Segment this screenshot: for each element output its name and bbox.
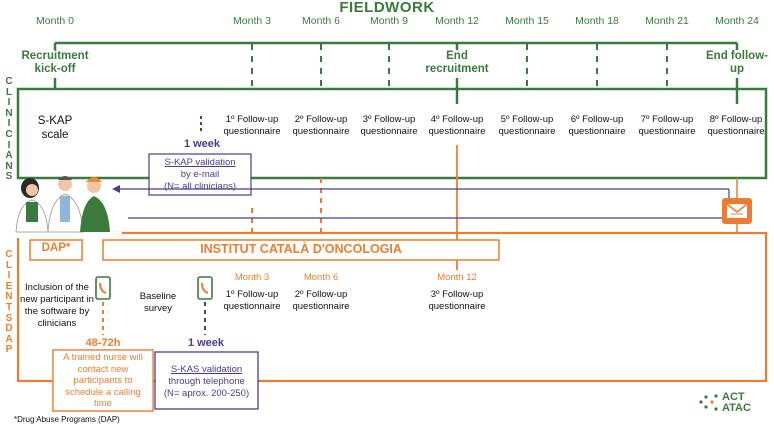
month-label: Month 15 (505, 15, 549, 27)
clinician-questionnaire: 2º Follow-up questionnaire (292, 114, 350, 137)
phone-icon-2 (197, 276, 213, 300)
skap-validation-method: by e-mail (180, 169, 220, 180)
month-label: Month 6 (302, 15, 340, 27)
month-label: Month 12 (435, 15, 479, 27)
clinician-questionnaire: 5º Follow-up questionnaire (498, 114, 556, 137)
logo-line-2: ATAC (722, 402, 751, 414)
ico-label: INSTITUT CATALÀ D'ONCOLOGIA (200, 242, 402, 256)
month-label: Month 24 (715, 15, 759, 27)
client-questionnaire: 2º Follow-up questionnaire (292, 289, 350, 312)
month-label: Month 0 (36, 15, 74, 27)
diagram-title: FIELDWORK (339, 0, 435, 16)
clinician-questionnaire: 7º Follow-up questionnaire (638, 114, 696, 137)
logo-text: ACT ATAC (722, 392, 751, 414)
clinician-questionnaire: 8º Follow-up questionnaire (707, 114, 765, 137)
month-label: Month 9 (370, 15, 408, 27)
client-questionnaire: 1º Follow-up questionnaire (223, 289, 281, 312)
footnote: *Drug Abuse Programs (DAP) (14, 415, 120, 424)
skas-validation-method: through telephone (168, 376, 245, 387)
skap-scale-label: S-KAP scale (37, 115, 73, 141)
client-month-label: Month 6 (303, 272, 339, 283)
skap-validation-title: S-KAP validation (164, 157, 236, 168)
client-month-label: Month 3 (234, 272, 270, 283)
month-label: Month 21 (645, 15, 689, 27)
clinician-questionnaire: 1º Follow-up questionnaire (223, 114, 281, 137)
clinician-questionnaire: 6º Follow-up questionnaire (568, 114, 626, 137)
inclusion-text: Inclusion of the new participant in the … (20, 282, 94, 329)
client-month-label: Month 12 (437, 272, 477, 283)
milestone-end-followup: End follow-up (703, 50, 771, 76)
skas-validation-title: S-KAS validation (170, 364, 243, 375)
clients-box (16, 231, 768, 383)
client-week-label: 1 week (187, 337, 225, 349)
clinician-questionnaire: 4º Follow-up questionnaire (428, 114, 486, 137)
baseline-survey-label: Baseline survey (139, 291, 177, 314)
milestone-end-recruitment: End recruitment (417, 50, 497, 76)
ico-box (102, 239, 500, 261)
dap-label: DAP* (41, 242, 71, 254)
clinicians-box (16, 87, 768, 180)
phone-icon-1 (95, 276, 111, 300)
skas-validation-box (154, 351, 259, 410)
milestone-recruitment-kickoff: Recruitment kick-off (15, 50, 95, 76)
clinicians-illustration-icon (12, 176, 122, 238)
envelope-icon (722, 198, 752, 224)
dap-box (29, 239, 83, 261)
client-questionnaire: 3º Follow-up questionnaire (428, 289, 486, 312)
logo-line-1: ACT (722, 391, 745, 403)
month-label: Month 3 (233, 15, 271, 27)
month-label: Month 18 (575, 15, 619, 27)
skap-validation-n: (N= all clinicians) (163, 181, 237, 192)
clinician-questionnaire: 3º Follow-up questionnaire (360, 114, 418, 137)
clinician-week-label: 1 week (183, 138, 221, 150)
logo-icon (699, 394, 718, 411)
dashed-month-ticks (251, 44, 668, 90)
skas-validation-n: (N= aprox. 200-250) (163, 388, 250, 399)
skap-validation-box (148, 153, 252, 196)
nurse-text: A trained nurse will contact new partici… (63, 352, 143, 409)
hours-label: 48-72h (85, 337, 121, 349)
